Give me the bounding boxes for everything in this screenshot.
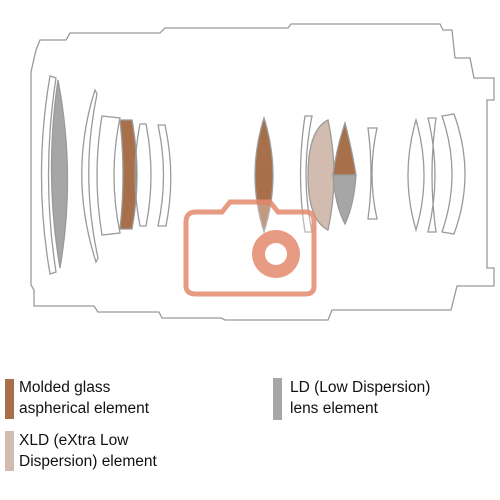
lens-element-2 — [81, 88, 99, 264]
lens-element-10-ld — [332, 174, 357, 226]
legend-label-ld-line2: lens element — [290, 400, 378, 417]
lens-element-3 — [96, 115, 121, 236]
legend-label-molded-glass: Molded glass aspherical element — [19, 377, 149, 419]
lens-construction-diagram — [30, 23, 495, 321]
lens-element-10-molded-aspherical — [332, 120, 357, 176]
legend-label-ld-line1: LD (Low Dispersion) — [290, 379, 431, 396]
lens-element-1-ld — [50, 79, 69, 269]
legend-label-molded-line1: Molded glass — [19, 379, 111, 396]
lens-element-5 — [134, 123, 152, 227]
legend-label-ld: LD (Low Dispersion) lens element — [290, 377, 430, 419]
lens-barrel-outline — [30, 23, 495, 321]
legend-label-xld: XLD (eXtra Low Dispersion) element — [19, 430, 157, 472]
lens-element-13 — [427, 117, 437, 233]
legend-label-xld-line1: XLD (eXtra Low — [19, 432, 129, 449]
lens-element-1-front-outline — [40, 75, 57, 275]
camera-watermark-icon — [183, 199, 317, 297]
lens-element-4-molded-aspherical — [119, 119, 138, 230]
legend-label-molded-line2: aspherical element — [19, 400, 150, 417]
legend-label-xld-line2: Dispersion) element — [19, 453, 157, 470]
legend-swatch-ld — [273, 378, 282, 420]
lens-element-11 — [367, 127, 378, 220]
legend-swatch-xld — [5, 431, 14, 471]
lens-element-14 — [441, 113, 466, 235]
lens-element-6 — [157, 124, 172, 227]
legend-swatch-molded-glass — [5, 379, 14, 419]
lens-element-12 — [407, 117, 425, 233]
